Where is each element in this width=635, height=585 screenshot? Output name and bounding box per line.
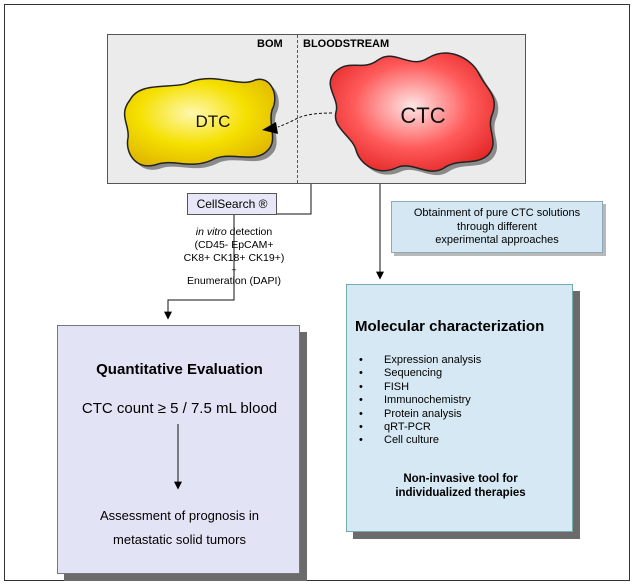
ctc-count-threshold: CTC count ≥ 5 / 7.5 mL blood <box>81 400 278 417</box>
quantitative-arrow <box>174 424 182 490</box>
therapy-tool-line-2: individualized therapies <box>395 487 526 499</box>
dissemination-arrow <box>277 112 333 128</box>
prognosis-line-1: Assessment of prognosis in <box>100 508 259 523</box>
obtainment-line-1: Obtainment of pure CTC solutions <box>413 207 581 219</box>
prognosis-text: Assessment of prognosis in metastatic so… <box>58 504 301 552</box>
quantitative-title: Quantitative Evaluation <box>96 361 263 378</box>
detection-text: in vitro detection (CD45- EpCAM+ CK8+ CK… <box>172 226 296 288</box>
region-label-bom: BOM <box>257 38 283 50</box>
detection-plus: + <box>231 265 237 275</box>
obtainment-box: Obtainment of pure CTC solutions through… <box>391 201 603 253</box>
detection-connector <box>164 215 235 320</box>
detection-line-2: (CD45- EpCAM+ <box>194 239 274 251</box>
compartment-divider <box>297 35 298 183</box>
list-item: •Expression analysis <box>359 354 482 366</box>
diagram-frame <box>4 4 630 581</box>
molecular-title: Molecular characterization <box>355 318 545 335</box>
obtainment-line-2: through different <box>457 220 537 233</box>
dissemination-arrowhead <box>262 122 278 134</box>
detection-line-3: CK8+ CK18+ CK19+) <box>183 252 285 264</box>
detection-line-5: Enumeration (DAPI) <box>187 275 281 287</box>
ctc-label: CTC <box>400 103 446 128</box>
therapy-tool-text: Non-invasive tool for individualized the… <box>347 472 574 500</box>
list-item: •Protein analysis <box>359 407 462 420</box>
region-label-bloodstream: BLOODSTREAM <box>303 38 390 50</box>
molecular-box: Molecular characterization •Expression a… <box>346 284 573 532</box>
list-item: •Immunochemistry <box>359 394 471 407</box>
list-item: •FISH <box>359 380 410 393</box>
prognosis-line-2: metastatic solid tumors <box>113 532 246 547</box>
obtainment-line-3: experimental approaches <box>435 234 559 246</box>
list-item: •Sequencing <box>359 367 443 380</box>
cellsearch-connector <box>271 184 312 215</box>
ctc-cell-shape <box>329 52 495 172</box>
molecular-techniques-list: •Expression analysis •Sequencing •FISH •… <box>359 354 481 448</box>
detection-line-1: in vitro detection <box>195 226 273 238</box>
dtc-cell-shape <box>123 77 276 167</box>
dtc-label: DTC <box>195 112 231 131</box>
quantitative-box: Quantitative Evaluation CTC count ≥ 5 / … <box>57 325 300 574</box>
cellsearch-box: CellSearch ® <box>187 193 277 215</box>
list-item: •Cell culture <box>359 434 440 447</box>
therapy-tool-line-1: Non-invasive tool for <box>403 473 518 485</box>
list-item: •qRT-PCR <box>359 421 431 434</box>
